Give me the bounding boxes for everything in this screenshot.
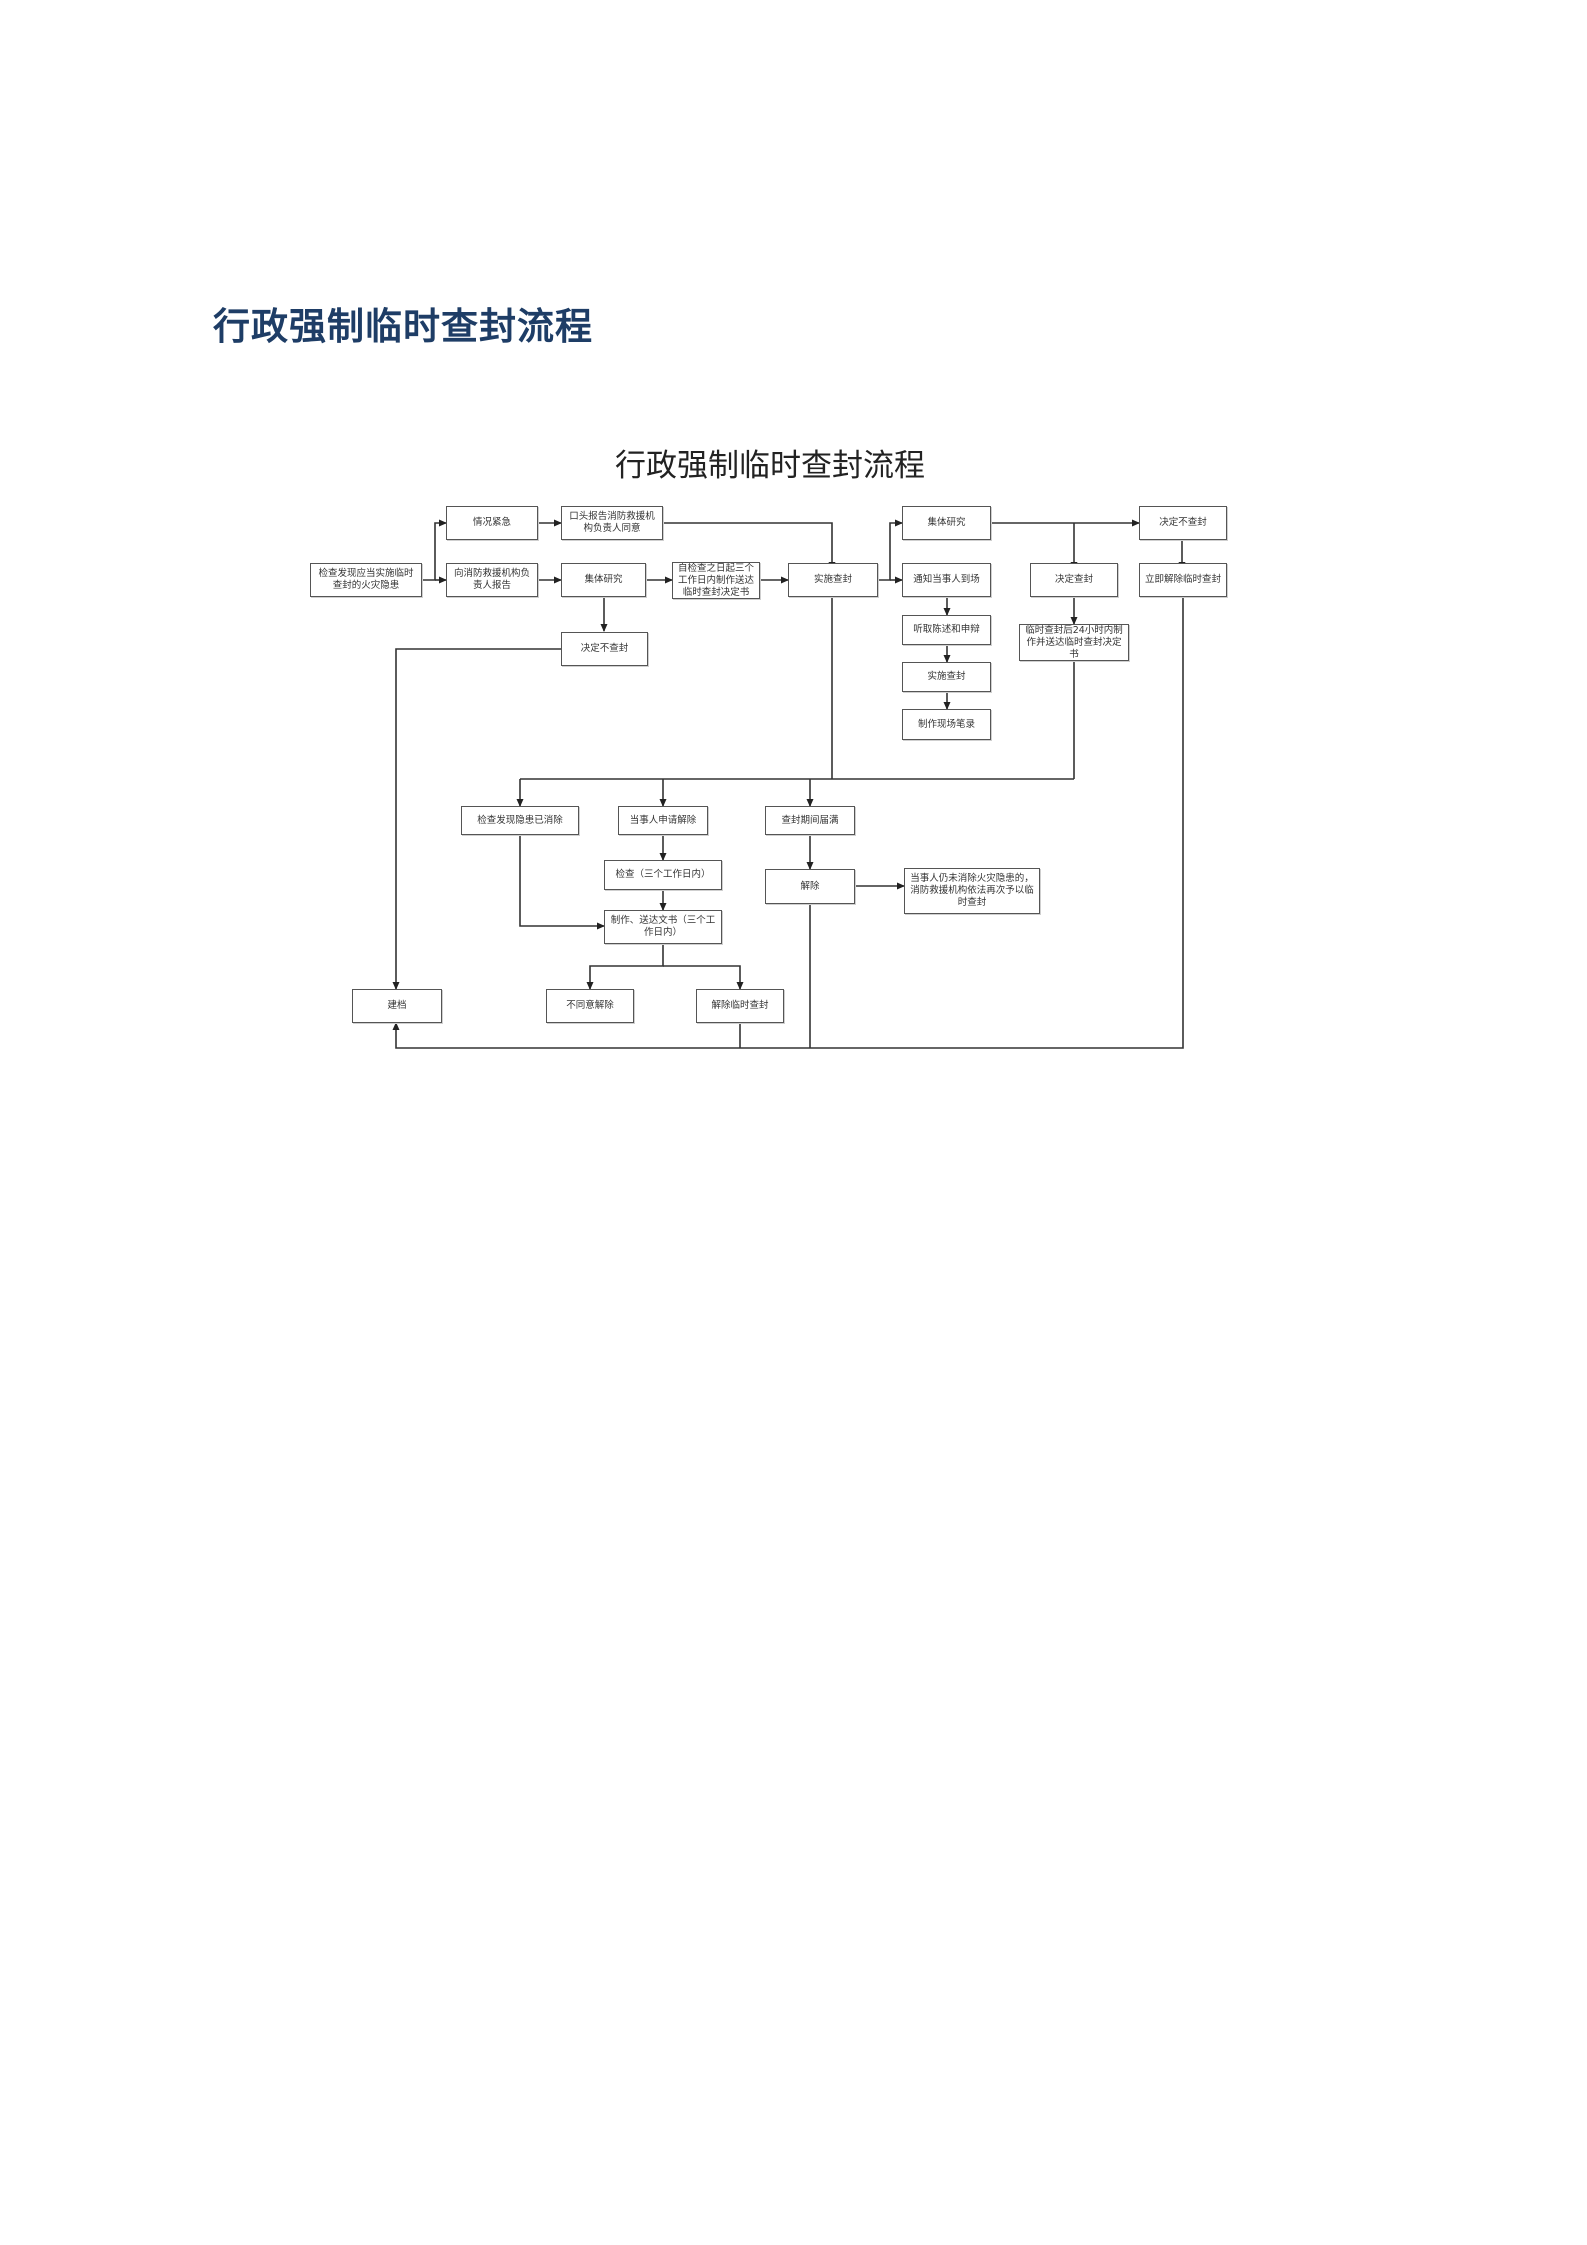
node-seal-expire: 查封期间届满 bbox=[765, 806, 855, 835]
node-make-decision-3days: 自检查之日起三个工作日内制作送达临时查封决定书 bbox=[672, 562, 760, 599]
node-release-temp-seal: 解除临时查封 bbox=[696, 989, 784, 1023]
node-emergency: 情况紧急 bbox=[446, 506, 538, 540]
node-party-apply: 当事人申请解除 bbox=[618, 806, 708, 835]
node-notify-party: 通知当事人到场 bbox=[902, 563, 991, 597]
node-inspect-found: 检查发现应当实施临时查封的火灾隐患 bbox=[310, 563, 422, 597]
connector-noseal-to-archive bbox=[392, 648, 561, 990]
node-group-study-2: 集体研究 bbox=[902, 506, 991, 540]
node-disagree-release: 不同意解除 bbox=[546, 989, 634, 1023]
node-report-head: 向消防救援机构负责人报告 bbox=[446, 563, 538, 597]
node-archive: 建档 bbox=[352, 989, 442, 1023]
node-decide-no-seal-1: 决定不查封 bbox=[561, 632, 648, 666]
node-release: 解除 bbox=[765, 869, 855, 904]
node-reseal-note: 当事人仍未消除火灾隐患的，消防救援机构依法再次予以临时查封 bbox=[904, 868, 1040, 914]
node-oral-report: 口头报告消防救援机构负责人同意 bbox=[561, 506, 663, 540]
node-decide-no-seal-2: 决定不查封 bbox=[1139, 506, 1227, 540]
node-check-3days: 检查（三个工作日内） bbox=[604, 860, 722, 890]
node-hear-statement: 听取陈述和申辩 bbox=[902, 615, 991, 645]
node-decide-seal: 决定查封 bbox=[1030, 563, 1118, 597]
node-implement-seal: 实施查封 bbox=[788, 563, 878, 597]
node-group-study-1: 集体研究 bbox=[561, 563, 646, 597]
connector-doc-to-release-temp bbox=[663, 965, 744, 990]
diagram-title: 行政强制临时查封流程 bbox=[615, 448, 925, 484]
connector-implement-split bbox=[878, 519, 903, 581]
connector-removed-to-doc bbox=[519, 835, 605, 930]
page-title: 行政强制临时查封流程 bbox=[213, 305, 593, 348]
node-hazard-removed: 检查发现隐患已消除 bbox=[461, 806, 579, 835]
connector-start-split bbox=[422, 519, 447, 581]
connector-oral-to-implement bbox=[663, 522, 836, 570]
node-decision-24h: 临时查封后24小时内制作并送达临时查封决定书 bbox=[1019, 624, 1129, 661]
node-make-doc-3days: 制作、送达文书（三个工作日内） bbox=[604, 910, 722, 944]
connector-bottom-line bbox=[392, 598, 1184, 1049]
connector-doc-split bbox=[586, 944, 664, 990]
node-release-immediately: 立即解除临时查封 bbox=[1139, 563, 1227, 597]
node-make-record: 制作现场笔录 bbox=[902, 709, 991, 740]
node-implement-seal-2: 实施查封 bbox=[902, 662, 991, 692]
